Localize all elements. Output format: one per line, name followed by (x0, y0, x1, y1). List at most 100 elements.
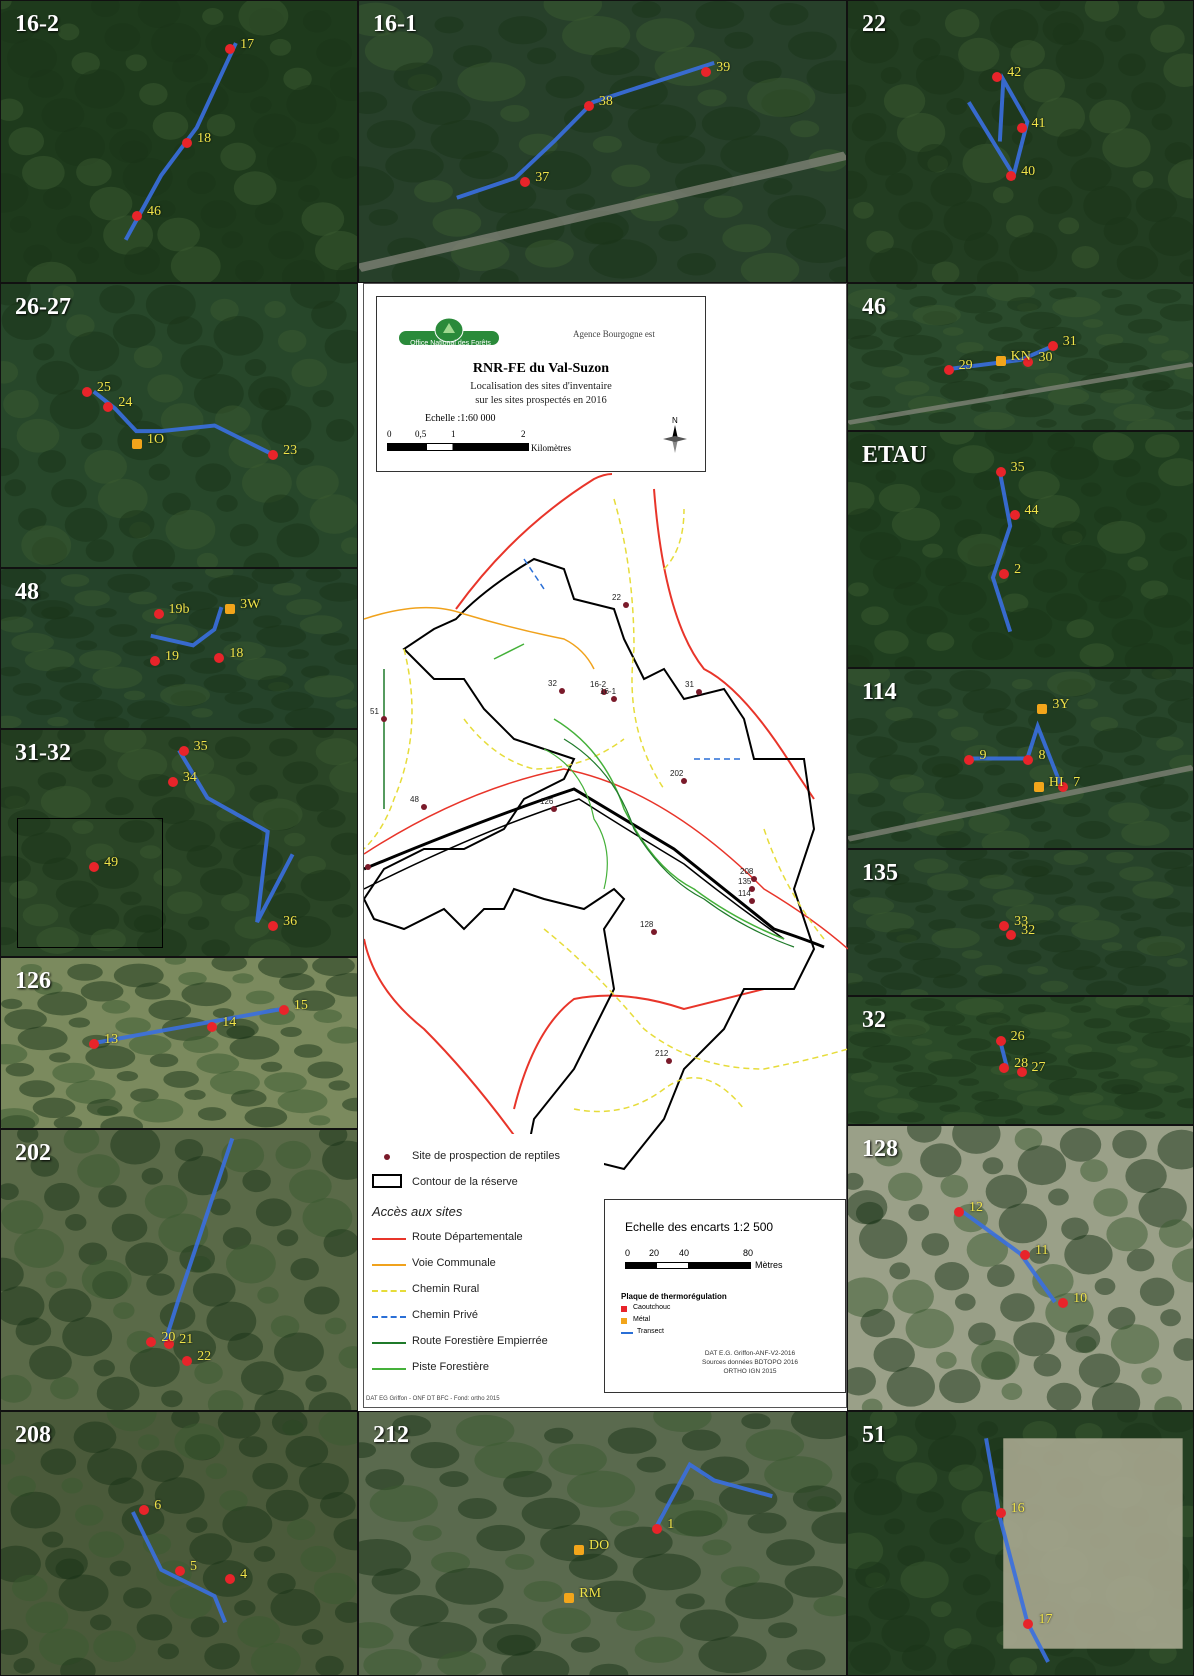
transect-line (150, 606, 224, 648)
plaque-label: 21 (179, 1332, 194, 1348)
cp-line-icon (372, 1316, 406, 1318)
rubber-plaque-marker (995, 1507, 1006, 1518)
legend-contour: Contour de la réserve (412, 1176, 518, 1188)
plaque-label: 1O (147, 431, 165, 447)
rubber-plaque-marker (995, 467, 1006, 478)
legend-rfe: Route Forestière Empierrée (412, 1335, 548, 1347)
scale-tick: 1 (451, 429, 456, 439)
rubber-plaque-marker (943, 364, 954, 375)
site-label: 31 (685, 680, 694, 689)
aerial-photo (1, 958, 357, 1128)
inset-tick: 0 (625, 1248, 631, 1258)
panel-title: 26-27 (15, 294, 71, 320)
plaque-label: 35 (193, 738, 208, 754)
metal-icon (621, 1318, 627, 1324)
rubber-plaque-marker (89, 1039, 100, 1049)
rubber-plaque-marker (214, 652, 225, 663)
logo-text: Office National des Forêts (410, 340, 491, 347)
legend-vc: Voie Communale (412, 1257, 496, 1269)
rubber-plaque-marker (1006, 930, 1017, 941)
scale-tick: 0 (387, 429, 392, 439)
metal-plaque-marker (995, 355, 1006, 366)
rubber-plaque-marker (81, 387, 92, 398)
rubber-plaque-marker (146, 1336, 157, 1347)
plaque-label: 29 (958, 357, 973, 373)
site-label: 208 (740, 867, 754, 876)
pf-line-icon (372, 1368, 406, 1370)
transect-icon (621, 1332, 633, 1334)
panel-title: 212 (373, 1422, 409, 1448)
site-label: 51 (370, 707, 379, 716)
aerial-photo (1, 1, 357, 282)
site-label: 16-1 (600, 687, 617, 696)
plaque-label: 34 (182, 770, 197, 786)
legend-rd: Route Départementale (412, 1231, 523, 1243)
credit-line: DAT E.G. Griffon-ANF-V2-2016 (704, 1350, 796, 1357)
plaque-label: 13 (104, 1032, 119, 1047)
rfe-line-icon (372, 1342, 406, 1344)
inset-scale-unit: Mètres (755, 1260, 783, 1270)
site-marker (696, 689, 702, 695)
plaque-label: 39 (716, 59, 731, 75)
rubber-plaque-marker (153, 609, 164, 620)
site-marker (749, 886, 755, 892)
panel-title: 208 (15, 1422, 51, 1448)
site-marker (365, 864, 371, 870)
aerial-photo (359, 1, 846, 282)
rubber-plaque-marker (225, 1573, 236, 1584)
rubber-plaque-marker (1006, 171, 1017, 182)
transect-line (177, 749, 295, 924)
rubber-plaque-marker (1016, 123, 1027, 134)
metal-plaque-marker (564, 1592, 575, 1603)
plaque-label: 38 (598, 93, 613, 109)
onf-logo (399, 317, 499, 345)
site-marker (601, 689, 607, 695)
rubber-plaque-marker (1023, 754, 1034, 765)
transect-line (967, 72, 1030, 181)
plaque-label: 7 (1073, 774, 1081, 790)
aerial-photo (1, 1412, 357, 1675)
legend-access-title: Accès aux sites (372, 1204, 463, 1219)
transect-line (990, 471, 1013, 633)
plaque-label: 2 (1014, 562, 1022, 578)
rubber-plaque-marker (1058, 781, 1069, 792)
plaque-label: 33 (1014, 914, 1029, 930)
plaque-label: 49 (104, 854, 119, 870)
rubber-plaque-marker (1023, 357, 1034, 368)
legend-cr: Chemin Rural (412, 1283, 480, 1295)
plaque-label: 25 (96, 380, 111, 396)
panel-title: 128 (862, 1136, 898, 1162)
plaque-label: KN (1010, 348, 1031, 364)
aerial-photo (1, 1130, 357, 1410)
scale-label: Echelle :1:60 000 (425, 413, 496, 424)
site-marker (651, 929, 657, 935)
plaque-label: 17 (1038, 1612, 1053, 1627)
plaque-label: 22 (197, 1349, 212, 1365)
vc-line-icon (372, 1264, 406, 1266)
transect-line (162, 1137, 235, 1344)
rubber-plaque-marker (954, 1206, 965, 1217)
panel-title: 114 (862, 679, 897, 705)
plaque-label: 9 (979, 747, 987, 763)
center-map: Office National des Forêts Agence Bourgo… (363, 283, 848, 1408)
plaque-label: 30 (1038, 350, 1053, 366)
transect-line (965, 720, 1064, 788)
inset-scale-bar (625, 1262, 751, 1269)
plaque-label: 8 (1038, 747, 1046, 763)
plaque-label: 3W (240, 597, 261, 613)
transect-line (93, 1007, 282, 1045)
scale-bar (387, 443, 529, 451)
plaque-label: 18 (229, 645, 244, 661)
rubber-plaque-marker (1016, 1066, 1027, 1077)
aerial-photo (848, 1126, 1193, 1410)
plaque-label: 10 (1073, 1291, 1088, 1307)
svg-text:N: N (672, 416, 678, 425)
